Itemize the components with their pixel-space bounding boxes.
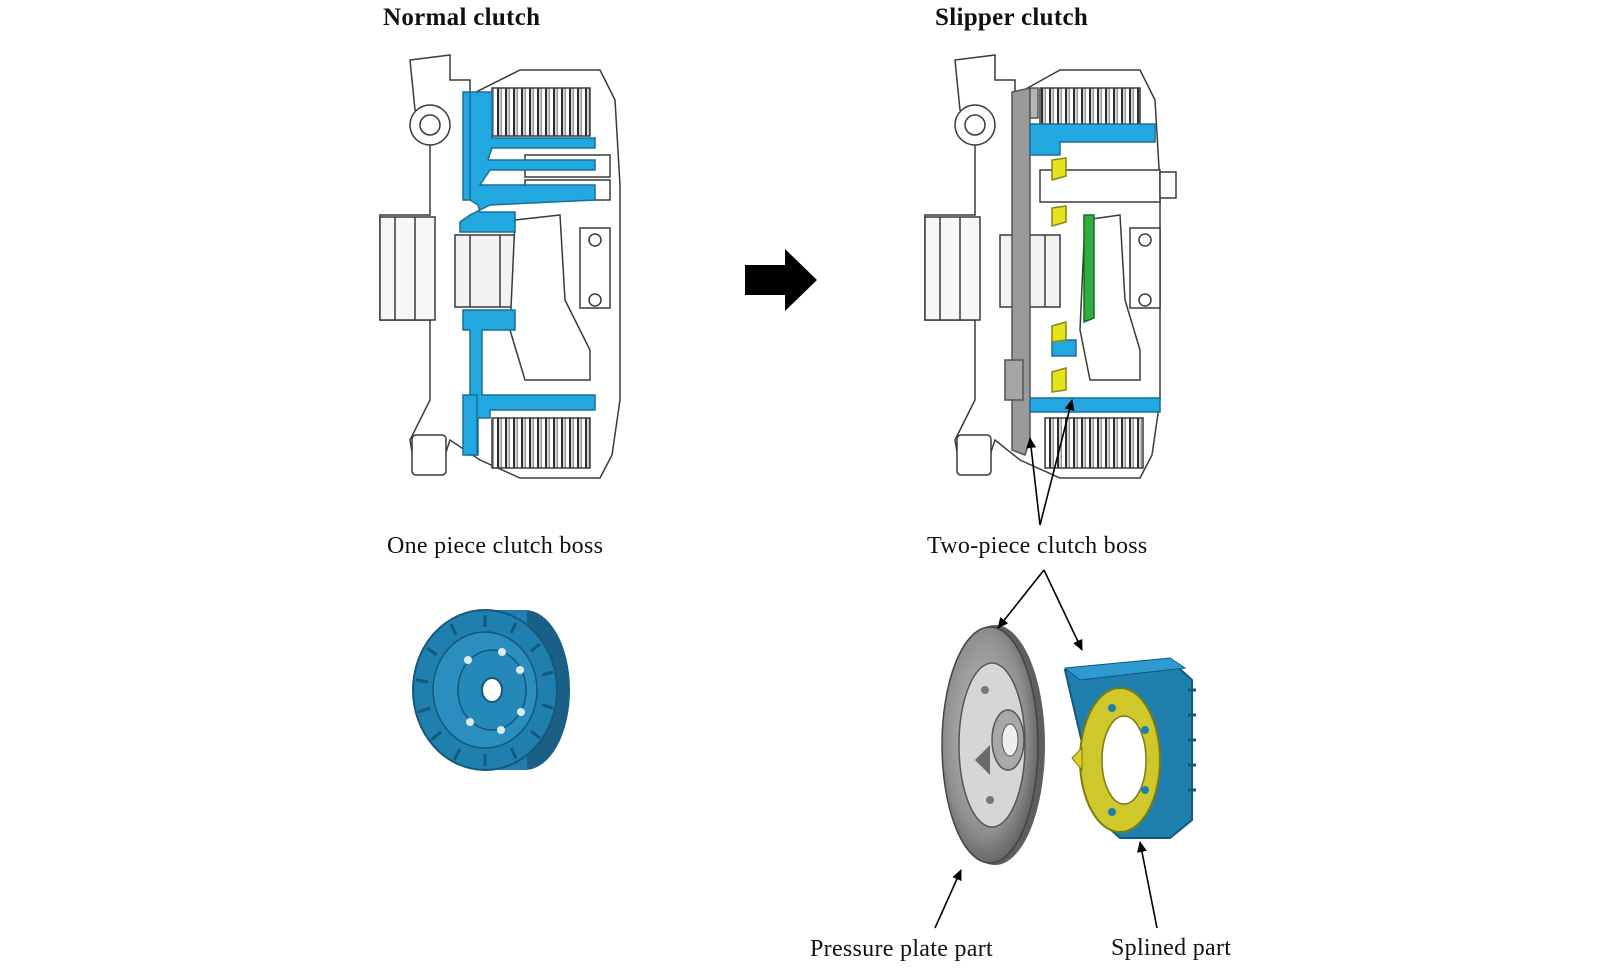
one-piece-clutch-boss-label: One piece clutch boss [387,533,604,559]
slipper-clutch-title: Slipper clutch [935,4,1089,31]
one-piece-clutch-boss-image [412,609,570,771]
normal-clutch-cross-section [379,54,621,479]
pointer-arrows [934,399,1158,929]
two-piece-clutch-boss-label: Two-piece clutch boss [927,533,1148,559]
pressure-plate-part-image [941,625,1045,865]
slipper-clutch-cross-section [924,54,1177,479]
right-arrow-icon [745,249,817,311]
splined-part-image [1063,657,1196,839]
pressure-plate-part-label: Pressure plate part [810,936,993,962]
normal-clutch-title: Normal clutch [383,4,541,31]
splined-part-label: Splined part [1111,935,1232,961]
